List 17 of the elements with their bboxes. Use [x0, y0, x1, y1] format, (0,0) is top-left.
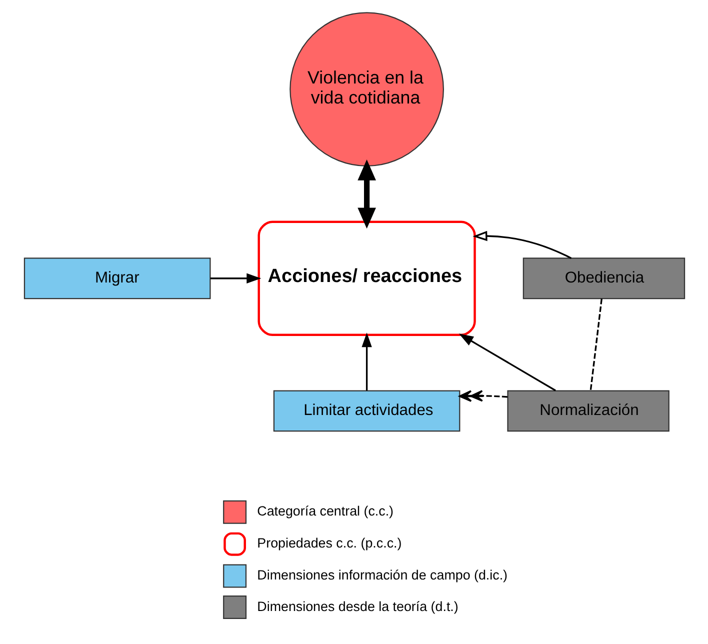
node-circle: Violencia en la vida cotidiana: [289, 12, 444, 166]
arrow: [357, 159, 376, 229]
arrow: [210, 273, 261, 284]
arrow: [458, 334, 556, 392]
connector: [589, 298, 602, 391]
arrow: [472, 230, 572, 259]
node-box: Normalización: [506, 390, 669, 432]
node-box: Acciones/ reacciones: [257, 220, 476, 336]
arrow: [458, 390, 508, 402]
node-box: Limitar actividades: [272, 390, 460, 432]
legend-label: Dimensiones información de campo (d.ic.): [256, 567, 508, 582]
legend-label: Dimensiones desde la teoría (d.t.): [256, 598, 458, 614]
legend-label: Propiedades c.c. (p.c.c.): [256, 536, 402, 551]
arrow: [361, 332, 372, 391]
node-box: Migrar: [23, 258, 210, 300]
legend-label: Categoría central (c.c.): [256, 504, 394, 519]
node-box: Obediencia: [522, 258, 685, 300]
